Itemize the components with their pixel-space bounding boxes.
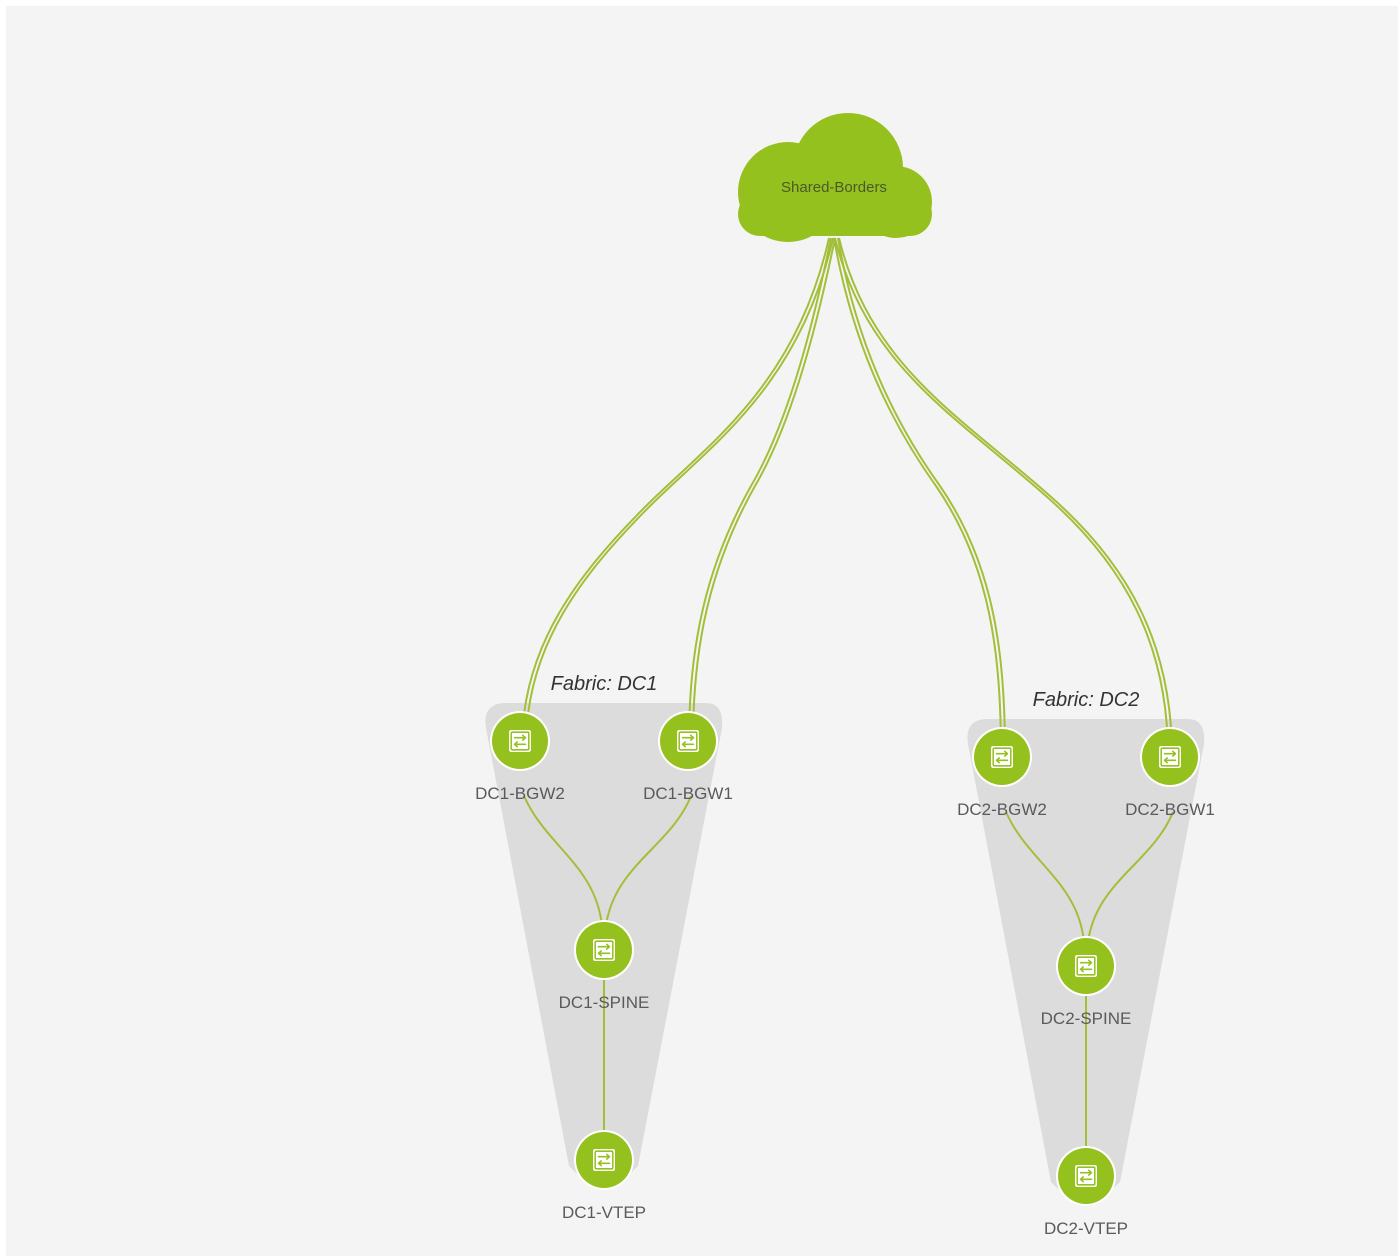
switch-icon: [677, 730, 699, 752]
switch-icon: [1159, 746, 1181, 768]
switch-icon: [1075, 1165, 1097, 1187]
node-dc2-bgw1[interactable]: [1140, 727, 1200, 787]
link-shared-dc2-bgw2-b: [837, 237, 1006, 757]
link-dc1-bgw1-spine: [605, 795, 692, 927]
node-label-dc2-spine: DC2-SPINE: [1041, 1009, 1132, 1028]
node-dc1-bgw1[interactable]: [658, 711, 718, 771]
link-shared-dc1-bgw1: [688, 237, 832, 742]
switch-icon: [593, 939, 615, 961]
link-shared-dc1-bgw2-b: [525, 237, 834, 742]
fabric-label-dc1: Fabric: DC1: [551, 673, 658, 695]
link-shared-dc2-bgw1-b: [838, 237, 1173, 757]
node-label-dc1-bgw1: DC1-BGW1: [643, 784, 733, 803]
fabric-label-dc2: Fabric: DC2: [1033, 689, 1140, 711]
link-dc1-bgw2-spine: [523, 795, 603, 927]
link-shared-dc1-bgw1-b: [692, 237, 836, 742]
cloud-icon: [738, 113, 932, 242]
switch-icon: [509, 730, 531, 752]
link-dc2-bgw1-spine: [1087, 811, 1174, 943]
node-dc2-spine[interactable]: [1056, 936, 1116, 996]
node-label-dc1-spine: DC1-SPINE: [559, 993, 650, 1012]
node-label-dc2-vtep: DC2-VTEP: [1044, 1219, 1128, 1238]
node-label-dc1-bgw2: DC1-BGW2: [475, 784, 565, 803]
switch-icon: [991, 746, 1013, 768]
link-shared-dc2-bgw2: [833, 237, 1002, 757]
uplink-group: [521, 237, 1173, 757]
switch-icon: [1075, 955, 1097, 977]
link-dc2-bgw2-spine: [1005, 811, 1085, 943]
cloud-label: Shared-Borders: [781, 179, 887, 196]
link-shared-dc2-bgw1: [834, 237, 1169, 757]
switch-icon: [593, 1149, 615, 1171]
fabric-links: [523, 795, 1174, 1152]
node-dc1-spine[interactable]: [574, 920, 634, 980]
topology-svg: Shared-Borders Fabric: DC1 Fabric: DC2 D…: [475, 113, 1215, 1238]
node-label-dc2-bgw1: DC2-BGW1: [1125, 800, 1215, 819]
node-label-dc2-bgw2: DC2-BGW2: [957, 800, 1047, 819]
node-label-dc1-vtep: DC1-VTEP: [562, 1203, 646, 1222]
node-dc1-bgw2[interactable]: [490, 711, 550, 771]
node-dc1-vtep[interactable]: [574, 1130, 634, 1190]
node-dc2-vtep[interactable]: [1056, 1146, 1116, 1206]
topology-canvas: Shared-Borders Fabric: DC1 Fabric: DC2 D…: [6, 6, 1398, 1256]
link-shared-dc1-bgw2: [521, 237, 830, 742]
cloud-shared-borders[interactable]: Shared-Borders: [738, 113, 932, 242]
node-dc2-bgw2[interactable]: [972, 727, 1032, 787]
